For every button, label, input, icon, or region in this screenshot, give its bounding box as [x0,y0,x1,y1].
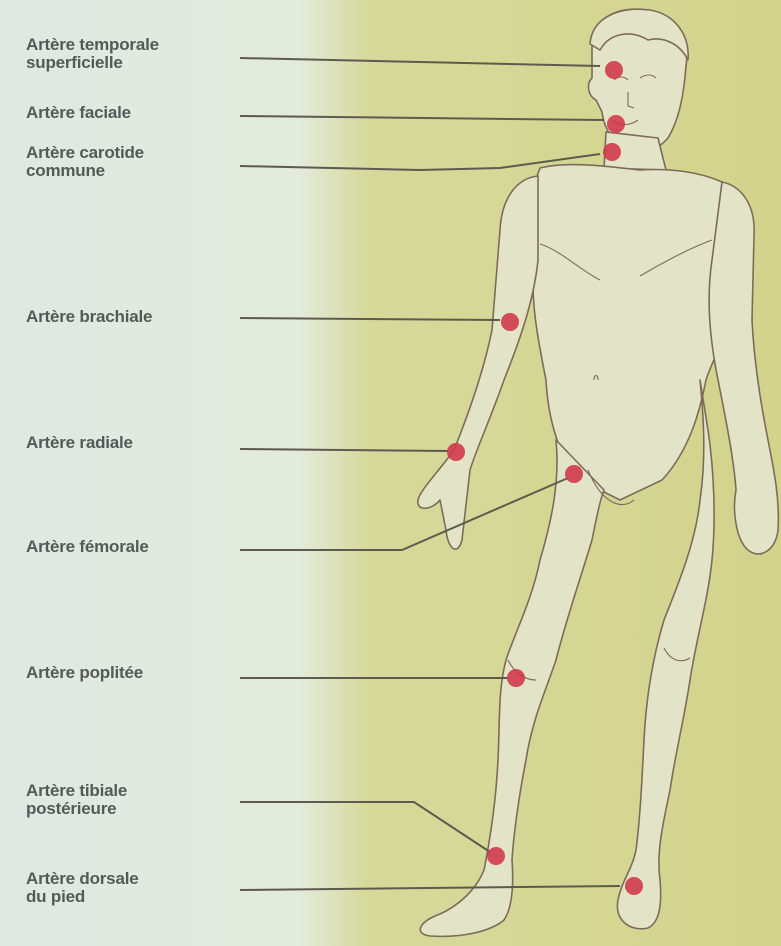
label-poplitee-line1: Artère poplitée [26,664,143,682]
label-tibiale-line2: postérieure [26,800,127,818]
leader-line-tibiale [240,802,490,852]
label-temporale-line2: superficielle [26,54,159,72]
pulse-point-tibiale [487,847,505,865]
pulse-point-carotide [603,143,621,161]
label-tibiale-line1: Artère tibiale [26,782,127,800]
label-tibiale: Artère tibialepostérieure [26,782,127,818]
pulse-point-radiale [447,443,465,461]
label-temporale: Artère temporalesuperficielle [26,36,159,72]
label-brachiale-line1: Artère brachiale [26,308,152,326]
label-dorsale-line2: du pied [26,888,138,906]
label-dorsale: Artère dorsaledu pied [26,870,138,906]
label-dorsale-line1: Artère dorsale [26,870,138,888]
label-faciale-line1: Artère faciale [26,104,131,122]
label-radiale-line1: Artère radiale [26,434,133,452]
label-temporale-line1: Artère temporale [26,36,159,54]
leader-line-faciale [240,116,604,120]
label-femorale: Artère fémorale [26,538,149,556]
pulse-point-poplitee [507,669,525,687]
pulse-point-temporale [605,61,623,79]
leader-line-brachiale [240,318,500,320]
pulse-point-brachiale [501,313,519,331]
leader-line-dorsale [240,886,620,890]
label-poplitee: Artère poplitée [26,664,143,682]
pulse-point-femorale [565,465,583,483]
label-carotide: Artère carotidecommune [26,144,144,180]
label-femorale-line1: Artère fémorale [26,538,149,556]
label-carotide-line2: commune [26,162,144,180]
label-radiale: Artère radiale [26,434,133,452]
pulse-point-dorsale [625,877,643,895]
pulse-point-faciale [607,115,625,133]
label-carotide-line1: Artère carotide [26,144,144,162]
leader-line-radiale [240,449,448,451]
label-faciale: Artère faciale [26,104,131,122]
leader-line-femorale [240,478,568,550]
leader-line-temporale [240,58,600,66]
body-outline [418,9,779,936]
label-brachiale: Artère brachiale [26,308,152,326]
